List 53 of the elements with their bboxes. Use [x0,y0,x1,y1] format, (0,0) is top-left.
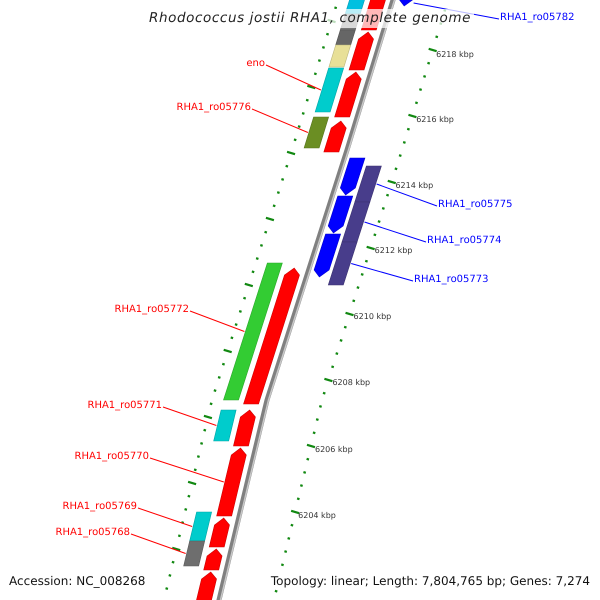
gene-feature [203,548,222,570]
gene-label: RHA1_ro05771 [88,400,162,412]
leader-line [190,310,245,332]
gene-feature [323,120,347,152]
leader-line [130,534,186,554]
gene-feature [328,242,358,286]
gene-label: RHA1_ro05774 [427,235,502,247]
leader-line [376,184,438,206]
scale-label: 6212 kbp [374,246,412,256]
scale-label: 6206 kbp [315,445,353,455]
scale-label: 6210 kbp [354,312,392,322]
scale-label: 6216 kbp [416,115,454,125]
gene-label: eno [246,58,265,70]
scale-label: 6218 kbp [436,50,474,60]
gene-label: RHA1_ro05768 [56,527,130,539]
gene-label: RHA1_ro05769 [62,501,137,513]
gene-feature [223,262,283,400]
gene-label: RHA1_ro05773 [414,274,488,286]
accession-text: Accession: NC_008268 [7,574,148,589]
leader-line [266,64,322,90]
gene-label: RHA1_ro05775 [438,199,512,211]
gene-feature [243,268,300,404]
scale-label: 6208 kbp [332,378,370,388]
scale-label: 6214 kbp [395,181,434,191]
leader-line [350,263,414,282]
leader-line [252,108,308,133]
scale-label: 6204 kbp [298,511,336,521]
gene-feature [354,166,382,202]
gene-feature [340,158,366,196]
leader-line [150,458,224,482]
gene-feature [189,512,212,542]
gene-label: RHA1_ro05776 [176,102,251,114]
gene-label: RHA1_ro05772 [114,304,189,316]
gene-feature [216,448,247,516]
gene-feature [328,44,352,68]
gene-label: RHA1_ro05770 [74,451,149,463]
gene-feature [233,410,256,446]
gene-feature [348,32,374,70]
gene-feature [314,234,342,278]
gene-label: RHA1_ro05782 [500,12,574,24]
gene-feature [183,540,206,566]
leader-line [162,406,217,426]
gene-feature [342,202,370,242]
leader-line [364,222,426,242]
gene-feature [334,72,362,118]
gene-feature [314,68,344,112]
topology-text: Topology: linear; Length: 7,804,765 bp; Genes: 7,274 [268,574,592,589]
leader-line [138,508,193,527]
gene-feature [328,196,354,234]
genome-title: Rhodococcus jostii RHA1, complete genome [146,9,474,28]
gene-feature [213,410,236,442]
gene-feature [304,116,330,148]
gene-feature [208,518,230,548]
